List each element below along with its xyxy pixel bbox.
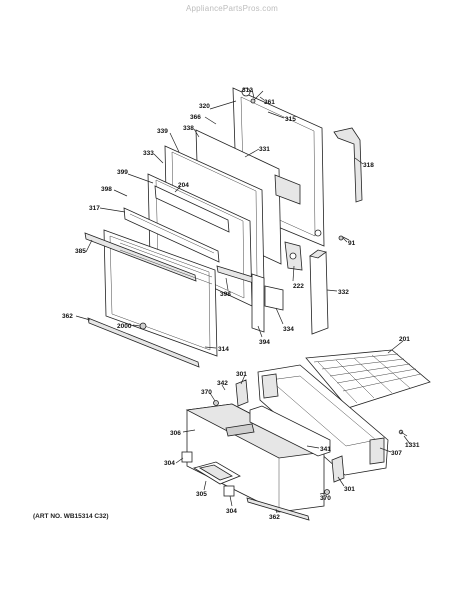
label-341: 341	[320, 446, 331, 453]
leader-lines	[75, 88, 411, 514]
label-362-bottom: 362	[269, 514, 280, 521]
label-320: 320	[199, 103, 210, 110]
label-339: 339	[157, 128, 168, 135]
label-370-top: 370	[201, 389, 212, 396]
label-301-top: 301	[236, 371, 247, 378]
handle-305	[193, 461, 241, 485]
clip-304-right	[223, 485, 235, 497]
label-91: 91	[348, 240, 356, 247]
strip-362-top	[87, 317, 200, 368]
screw-370-top	[213, 400, 219, 406]
label-201: 201	[399, 336, 410, 343]
label-361: 361	[264, 99, 275, 106]
channel-394	[251, 273, 265, 333]
label-385: 385	[75, 248, 86, 255]
label-306: 306	[170, 430, 181, 437]
label-338: 338	[183, 125, 194, 132]
rack-201	[305, 349, 431, 409]
label-333: 333	[143, 150, 154, 157]
label-315: 315	[285, 116, 296, 123]
label-304-left: 304	[164, 460, 175, 467]
label-394: 394	[259, 339, 270, 346]
badge-2000	[139, 322, 147, 330]
drawer-body-307	[257, 364, 389, 476]
label-362-top: 362	[62, 313, 73, 320]
label-398-top: 398	[101, 186, 112, 193]
label-317: 317	[89, 205, 100, 212]
label-314: 314	[218, 346, 229, 353]
label-204: 204	[178, 182, 189, 189]
screw-370-bottom	[324, 489, 330, 495]
bracket-301-top	[235, 379, 249, 407]
insulation-332	[309, 249, 329, 335]
label-370-bottom: 370	[320, 495, 331, 502]
label-222: 222	[293, 283, 304, 290]
label-307: 307	[391, 450, 402, 457]
label-331: 331	[259, 146, 270, 153]
hinge-222	[284, 241, 303, 271]
label-334: 334	[283, 326, 294, 333]
label-305: 305	[196, 491, 207, 498]
panel-341	[249, 405, 331, 457]
label-2000: 2000	[117, 323, 132, 330]
block-334	[264, 285, 284, 311]
panel-204	[154, 185, 230, 233]
screw-1331	[398, 429, 408, 437]
outer-door-314	[84, 229, 218, 357]
label-301-bottom: 301	[344, 486, 355, 493]
bracket-301-bottom	[331, 455, 345, 483]
label-399: 399	[117, 169, 128, 176]
label-332: 332	[338, 289, 349, 296]
label-342: 342	[217, 380, 228, 387]
label-366: 366	[190, 114, 201, 121]
screw-312	[250, 90, 264, 104]
hinge-318	[333, 127, 363, 203]
art-number: (ART NO. WB15314 C32)	[33, 513, 109, 520]
vent-panel-317	[123, 207, 220, 263]
label-398-bottom: 398	[220, 291, 231, 298]
label-304-bottom: 304	[226, 508, 237, 515]
label-318: 318	[363, 162, 374, 169]
label-312: 312	[242, 87, 253, 94]
label-1331: 1331	[405, 442, 420, 449]
part-labels: 312 361 320 366 315 339 338 331 333 318 …	[62, 87, 420, 521]
clip-304-left	[181, 451, 193, 463]
strip-362-bottom	[246, 497, 310, 521]
watermark: AppliancePartsPros.com	[186, 4, 278, 13]
